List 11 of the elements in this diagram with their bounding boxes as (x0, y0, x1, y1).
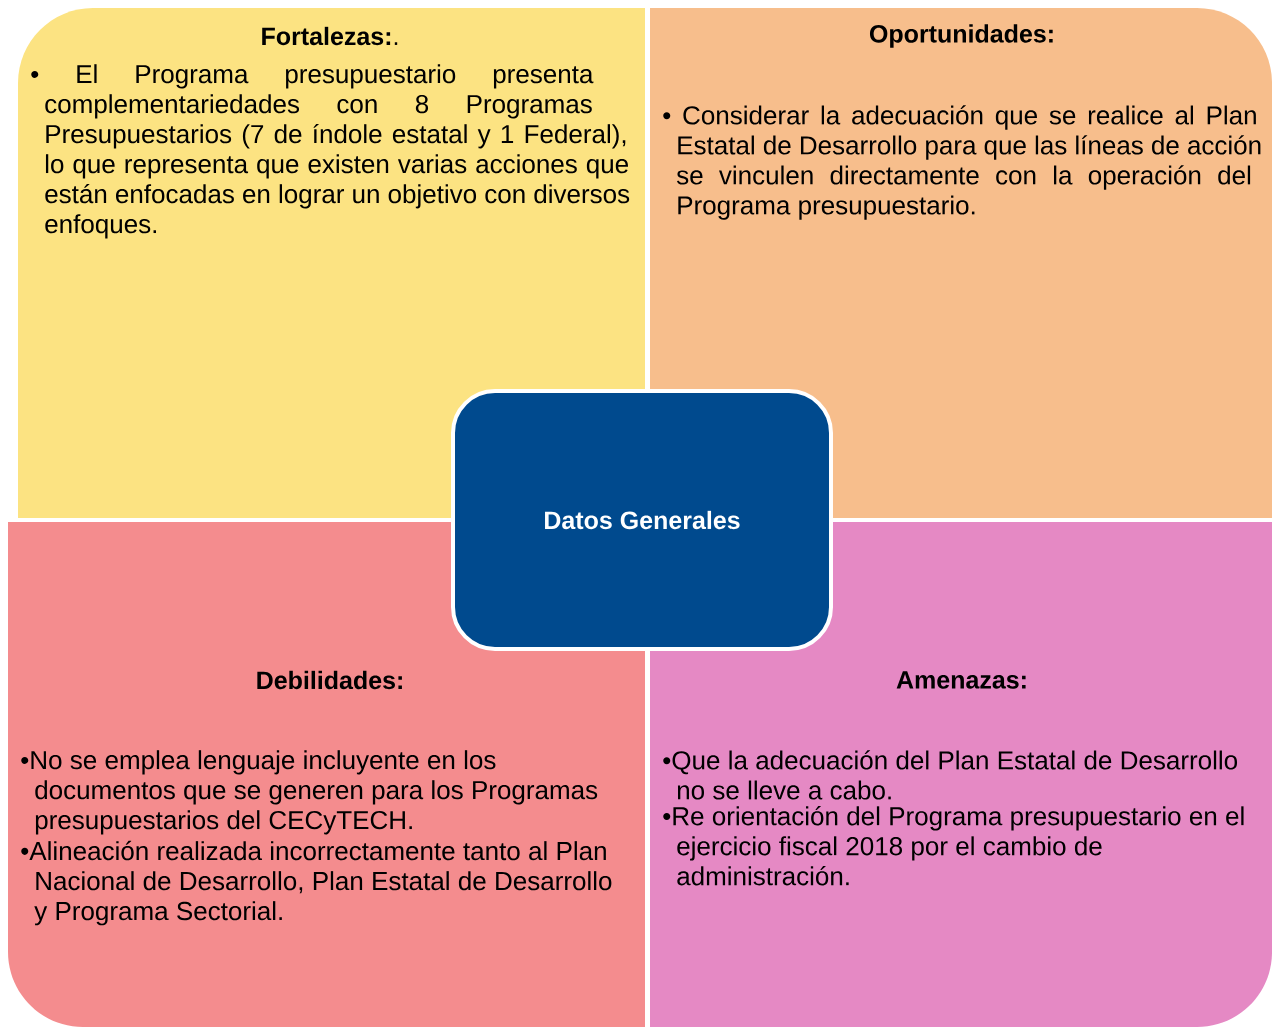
heading: Amenazas: (896, 671, 1026, 689)
bullet-text: •Que la adecuación del Plan Estatal de Desarrollo no se lleve a cabo. (663, 750, 1238, 800)
bullet-text: •No se emplea lenguaje incluyente en los documentos que se generen para los Programas presupuestarios del CECyTECH. (21, 750, 598, 835)
bullet-text: •Alineación realizada incorrectamente tanto al Plan Nacional de Desarrollo, Plan Estatal de Desarrollo y Programa Sectorial. (21, 840, 612, 926)
bullet-text: •Re orientación del Programa presupuestario en el ejercicio fiscal 2018 por el cambio de administración. (663, 806, 1244, 886)
bullet-text: • El Programa presupuestario presenta complementariedades con 8 Programas Presupuestarios (7 de índole estatal y 1 Federal), lo que representa que existen varias acciones que están enfocadas en lograr un objetivo con diversos enfoques. (31, 64, 630, 239)
heading: Debilidades: (257, 670, 402, 690)
heading: Fortalezas:. (262, 26, 398, 46)
center-box: Datos Generales (451, 389, 833, 651)
heading: Oportunidades: (869, 24, 1053, 48)
bullet-text: • Considerar la adecuación que se realice al Plan Estatal de Desarrollo para que las líneas de acción se vinculen directamente con la operación del Programa presupuestario. (663, 105, 1261, 220)
